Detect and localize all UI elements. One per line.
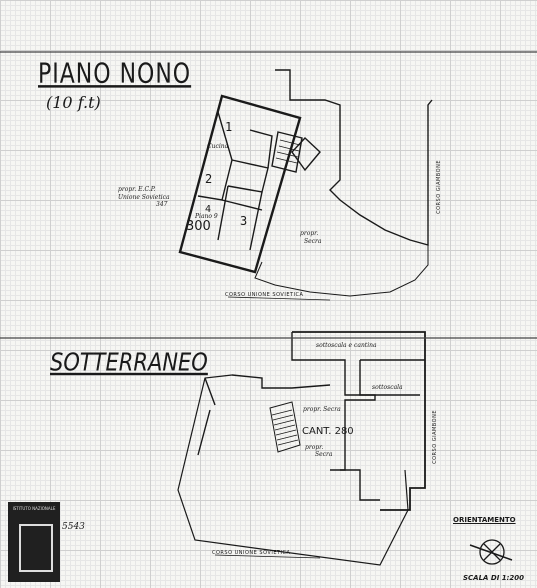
room-4: 4 bbox=[205, 204, 212, 215]
upper-street-right: CORSO GIAMBONE bbox=[436, 160, 442, 214]
orientamento-label: ORIENTAMENTO bbox=[453, 516, 516, 524]
scale-label: SCALA DI 1:200 bbox=[463, 574, 525, 582]
piano-nono-title: PIANO NONO bbox=[38, 58, 192, 91]
lower-owner-3: Secra bbox=[315, 451, 333, 458]
owner-right-line1: propr. bbox=[300, 230, 319, 237]
unit-number: 300 bbox=[186, 219, 211, 234]
owner-left-line3: 347 bbox=[156, 201, 168, 208]
floor-subtitle: (10 f.t) bbox=[46, 93, 101, 112]
cantina-number: CANT. 280 bbox=[302, 426, 354, 437]
piano-label: Piano 9 bbox=[195, 213, 218, 220]
sotterraneo-title: SOTTERRANEO bbox=[50, 347, 208, 377]
lower-street-right: CORSO GIAMBONE bbox=[432, 410, 438, 464]
margin-note: 5543 bbox=[62, 522, 85, 532]
label-sottoscala-cantina: sottoscala e cantina bbox=[316, 342, 377, 349]
room-3: 3 bbox=[240, 214, 248, 228]
lower-owner-1: propr. Secra bbox=[303, 406, 341, 413]
lower-street-bottom: CORSO UNIONE SOVIETICA bbox=[212, 550, 291, 556]
label-cucina: Cucina bbox=[207, 143, 229, 150]
owner-left-line1: propr. E.C.P. bbox=[118, 186, 156, 193]
stamp-portrait-icon bbox=[19, 524, 53, 572]
lower-owner-2: propr. bbox=[305, 444, 324, 451]
label-sottoscala: sottoscala bbox=[372, 384, 403, 391]
owner-right-line2: Secra bbox=[304, 238, 322, 245]
room-1: 1 bbox=[225, 120, 233, 134]
room-2: 2 bbox=[205, 172, 213, 186]
stamp-text: ISTITUTO NAZIONALE bbox=[12, 506, 56, 511]
upper-street-bottom: CORSO UNIONE SOVIETICA bbox=[225, 292, 304, 298]
owner-left-line2: Unione Sovietica bbox=[118, 194, 170, 201]
archive-stamp-logo: ISTITUTO NAZIONALE bbox=[8, 502, 60, 582]
